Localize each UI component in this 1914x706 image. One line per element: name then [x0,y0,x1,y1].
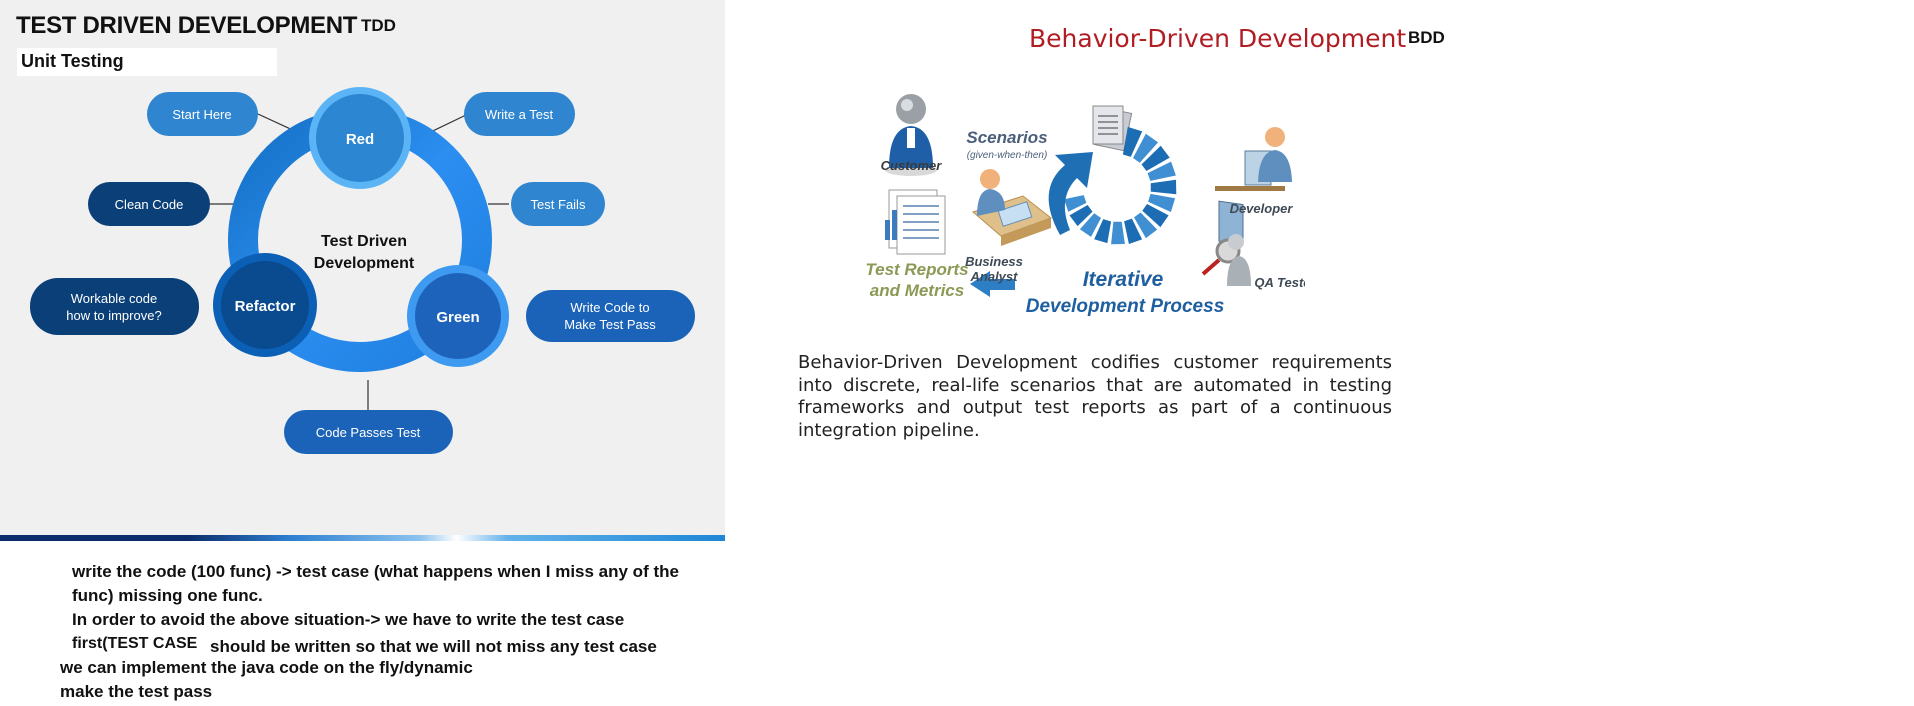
iterative-label: Iterative [1083,268,1164,291]
business-label: Business [965,254,1023,269]
cycle-segment [1094,219,1112,244]
svg-text:Make Test Pass: Make Test Pass [564,317,656,332]
note-line-3: In order to avoid the above situation-> … [72,610,625,629]
business-analyst-figure [971,169,1053,246]
unit-testing-box [17,48,277,76]
refactor-node: Refactor [213,253,317,357]
cycle-segment [1069,205,1093,227]
note-line-1: write the code (100 func) -> test case (… [72,562,679,581]
svg-text:how to improve?: how to improve? [66,308,161,323]
customer-figure: Customer [881,94,943,176]
cycle-segment [1134,212,1158,239]
svg-text:Customer: Customer [881,158,943,173]
red-label: Red [346,131,374,148]
qa-tester-label: QA Tester [1254,275,1305,290]
green-node: Green [407,265,509,367]
red-node: Red [309,87,411,189]
cycle-segment [1150,179,1177,195]
iterative-cycle-icon [1048,126,1177,245]
cycle-segment [1124,218,1143,244]
bdd-abbreviation: BDD [1408,28,1445,47]
tdd-abbreviation: TDD [361,16,396,35]
test-reports-label-2: and Metrics [870,281,964,300]
cycle-segment [1147,161,1176,181]
bubble-workable-code: Workable code how to improve? [30,278,199,335]
cycle-segment [1148,193,1176,212]
svg-text:Write a Test: Write a Test [485,107,554,122]
bubble-start-here: Start Here [147,92,258,136]
refactor-label: Refactor [235,298,296,315]
bdd-title: Behavior-Driven Development [1029,24,1407,53]
svg-text:Write Code to: Write Code to [570,300,649,315]
svg-text:Test Fails: Test Fails [531,197,586,212]
tdd-cycle-diagram: Red Green Refactor Test Driven Developme… [30,87,695,454]
bubble-write-a-test: Write a Test [464,92,575,136]
qa-tester-figure [1201,234,1251,286]
svg-text:Clean Code: Clean Code [115,197,184,212]
cycle-segment [1142,204,1169,228]
tdd-title: TEST DRIVEN DEVELOPMENT [16,12,358,39]
cycle-segment [1111,221,1125,245]
svg-text:Code Passes Test: Code Passes Test [316,425,421,440]
svg-text:Start Here: Start Here [172,107,231,122]
note-line-2: func) missing one func. [72,586,263,605]
dev-process-label: Development Process [1026,296,1225,317]
documents-icon [885,189,946,255]
svg-text:Workable code: Workable code [71,291,157,306]
cycle-segment [1064,195,1087,212]
cycle-segment [1133,133,1159,163]
scenarios-label: Scenarios [966,128,1047,147]
bubble-write-code: Write Code to Make Test Pass [526,290,695,342]
unit-testing-label: Unit Testing [21,51,124,71]
bubble-code-passes: Code Passes Test [284,410,453,454]
tdd-divider-bar [0,535,725,541]
bdd-illustration: Customer Test Reports and Metrics Scenar… [865,94,1305,317]
test-reports-label-1: Test Reports [865,260,968,279]
developer-label: Developer [1230,201,1294,216]
green-label: Green [436,309,479,326]
note-line-4b: should be written so that we will not mi… [210,637,657,656]
arrow-icon [970,271,1015,297]
bdd-description: Behavior-Driven Development codifies cus… [798,352,1392,441]
bubble-clean-code: Clean Code [88,182,210,226]
scroll-icon [1092,105,1133,152]
analyst-label: Analyst [970,269,1019,284]
cycle-segment [1141,145,1170,171]
developer-figure [1215,127,1292,246]
cycle-segment [1079,213,1101,237]
note-line-6: make the test pass [60,682,213,701]
center-line-2: Development [314,255,415,272]
bubble-test-fails: Test Fails [511,182,605,226]
note-line-4a: first(TEST CASE [72,635,198,652]
gwt-label: (given-when-then) [967,150,1048,161]
center-line-1: Test Driven [321,233,407,250]
cycle-segment [1122,126,1143,157]
note-line-5: we can implement the java code on the fl… [60,658,473,677]
